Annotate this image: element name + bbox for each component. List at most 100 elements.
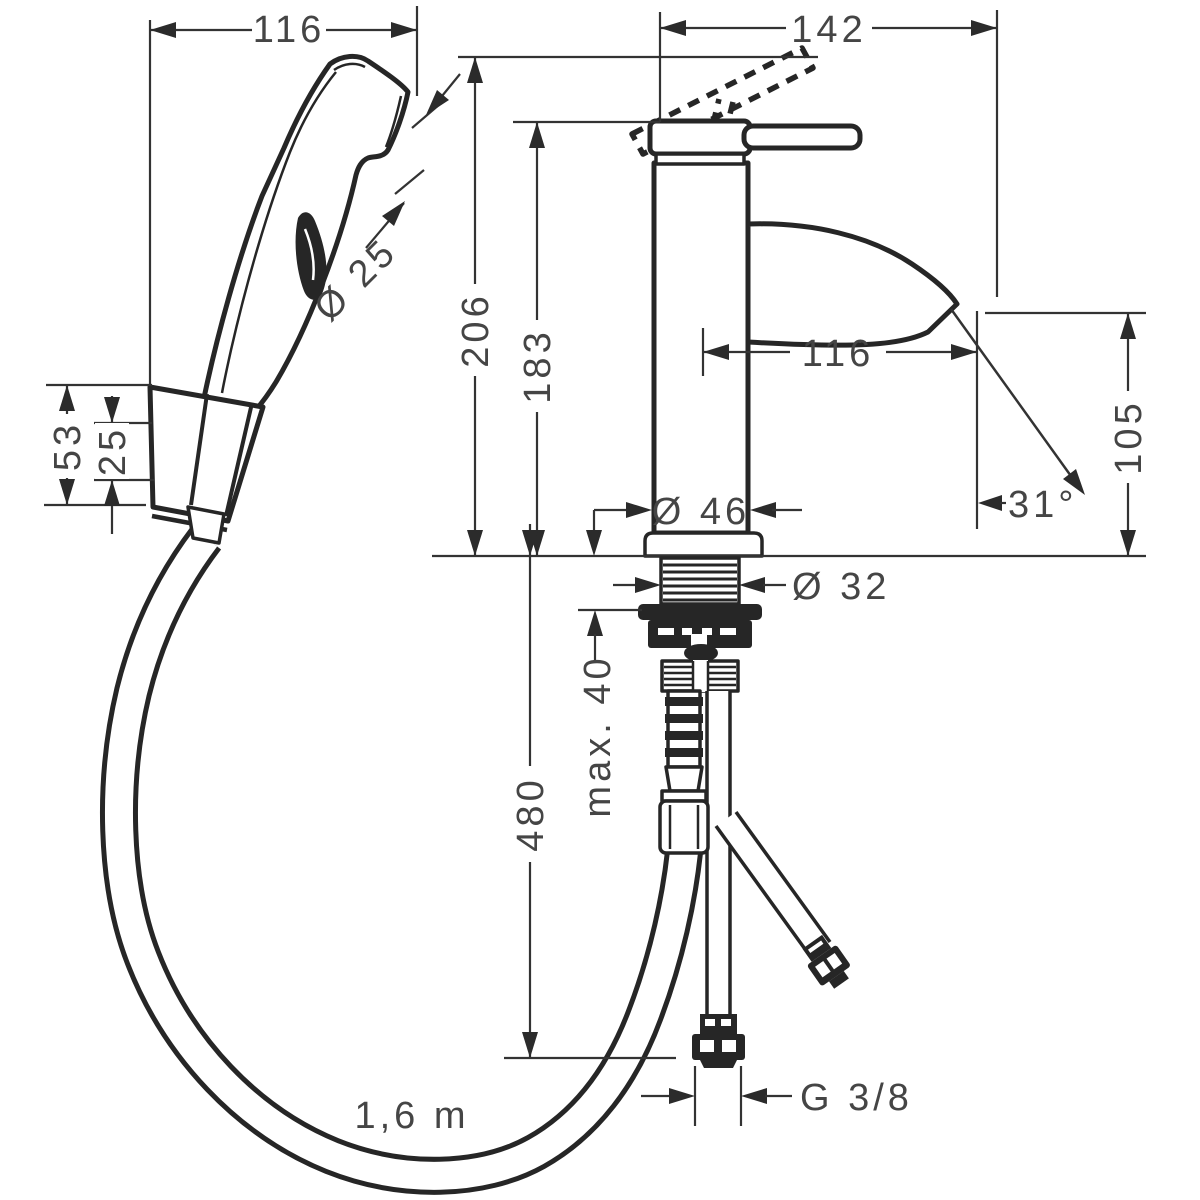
arrowhead: [750, 502, 776, 518]
diagonal-edge: [734, 810, 832, 944]
supply-hose-vertical: [692, 691, 745, 1068]
arrowhead: [391, 22, 417, 38]
mixer-base-plinth: [643, 531, 764, 558]
label-mask: [95, 423, 129, 479]
arrowhead: [426, 90, 449, 115]
arrowhead: [978, 495, 1002, 511]
arrowhead: [59, 385, 75, 411]
mounting-assembly: [638, 556, 850, 1068]
label-mask: [49, 414, 85, 478]
dim-label-outlet-height: 105: [1108, 399, 1150, 474]
shower-hose: [100, 526, 703, 1195]
arrowhead: [626, 502, 652, 518]
dim-shank-diameter: Ø 32: [613, 566, 890, 608]
mixer-cap-band: [654, 152, 746, 166]
dim-label-supply-thread: G 3/8: [800, 1077, 913, 1119]
handle-through-left: [189, 393, 209, 506]
hose-cone: [664, 765, 704, 793]
dim-label-holder-height: 53: [47, 421, 89, 471]
shank-gap: [693, 660, 708, 692]
arrowhead: [703, 344, 729, 360]
mixer-cap: [647, 118, 753, 157]
arrowhead: [522, 1032, 538, 1058]
arrowhead: [467, 57, 483, 83]
handshower: [201, 54, 411, 414]
hose-inner: [105, 529, 698, 1190]
dim-connection-drop: 480: [504, 524, 676, 1060]
shower-holder: [147, 384, 266, 545]
mixer: [629, 45, 960, 558]
dim-label-connection-drop: 480: [510, 776, 552, 851]
arrowhead: [741, 1088, 767, 1104]
handle-through-right: [224, 402, 254, 517]
dim-mixer-body-height: 183: [513, 120, 660, 556]
dim-label-max-deck-thickness: max. 40: [577, 654, 619, 817]
dim-label-shank-diameter: Ø 32: [792, 566, 890, 608]
arrowhead: [522, 530, 538, 556]
nut-slot: [682, 628, 692, 635]
mixer-lever-raised-dashed: [629, 45, 816, 157]
arrowhead: [1120, 530, 1136, 556]
spray-slot-highlight: [303, 228, 315, 281]
dim-handshower-width: 116: [148, 6, 419, 384]
dim-spout-reach: 116: [701, 328, 977, 376]
arrowhead: [529, 122, 545, 148]
connector-slot: [705, 1019, 715, 1026]
label-mask: [511, 766, 549, 862]
holder-outline: [147, 384, 266, 524]
nipple-band: [665, 714, 703, 723]
hose-coupling: [658, 799, 710, 855]
connector-tip: [700, 1060, 737, 1068]
connector-slot: [700, 1040, 714, 1052]
diagonal-tube: [716, 812, 830, 956]
dim-label-spout-reach: 116: [802, 333, 875, 375]
arrowhead: [59, 479, 75, 505]
nipple-band: [665, 748, 703, 757]
dim-label-mixer-overall-width: 142: [791, 9, 866, 51]
dim-holder: 53 25: [44, 383, 154, 534]
label-mask: [456, 284, 494, 376]
dim-supply-thread: G 3/8: [641, 1066, 913, 1126]
diagonal-edge: [714, 824, 812, 958]
nipple-band: [665, 731, 703, 740]
connector-head: [692, 1034, 745, 1060]
arrowhead: [104, 480, 120, 506]
connector-tip: [828, 971, 849, 989]
arrowhead: [669, 1088, 695, 1104]
dim-mixer-width: 142: [658, 9, 999, 297]
mixer-body: [651, 160, 751, 536]
connector-head: [807, 945, 850, 986]
arrowhead: [467, 530, 483, 556]
arrowhead: [635, 577, 661, 593]
dim-label-hose-length: 1,6 m: [354, 1095, 469, 1137]
dim-label-jet-angle: 31°: [1008, 484, 1077, 526]
water-jet-arrowhead: [1063, 469, 1085, 495]
mounting-flange: [638, 604, 762, 620]
arrowhead: [382, 201, 405, 226]
arrowhead: [104, 397, 120, 423]
handshower-spray-slot: [295, 212, 327, 300]
water-jet-line: [949, 308, 1083, 491]
hose-connector-nut: [186, 505, 226, 545]
diagonal-connector: [802, 934, 850, 989]
dim-jet-angle: 31°: [978, 484, 1077, 526]
arrowhead: [660, 20, 686, 36]
dim-mixer-total-height: 206: [455, 55, 818, 556]
arrowhead: [586, 530, 602, 556]
handshower-cap-line: [333, 62, 366, 72]
nut-slot: [702, 628, 712, 635]
arrowhead: [1120, 313, 1136, 339]
dim-body-diameter: Ø 46: [594, 491, 802, 533]
arrowhead: [951, 344, 977, 360]
dim-label-mixer-total-height: 206: [455, 292, 497, 367]
dim-max-deck-thickness: max. 40: [577, 510, 642, 818]
label-mask: [518, 320, 556, 412]
nipple-band: [665, 697, 703, 706]
label-mask: [1109, 391, 1147, 483]
hose-attachment: [658, 689, 710, 855]
dim-label-body-diameter: Ø 46: [652, 491, 750, 533]
dim-label-mixer-body-height: 183: [517, 328, 559, 403]
dim-outlet-height: 105: [985, 311, 1150, 556]
